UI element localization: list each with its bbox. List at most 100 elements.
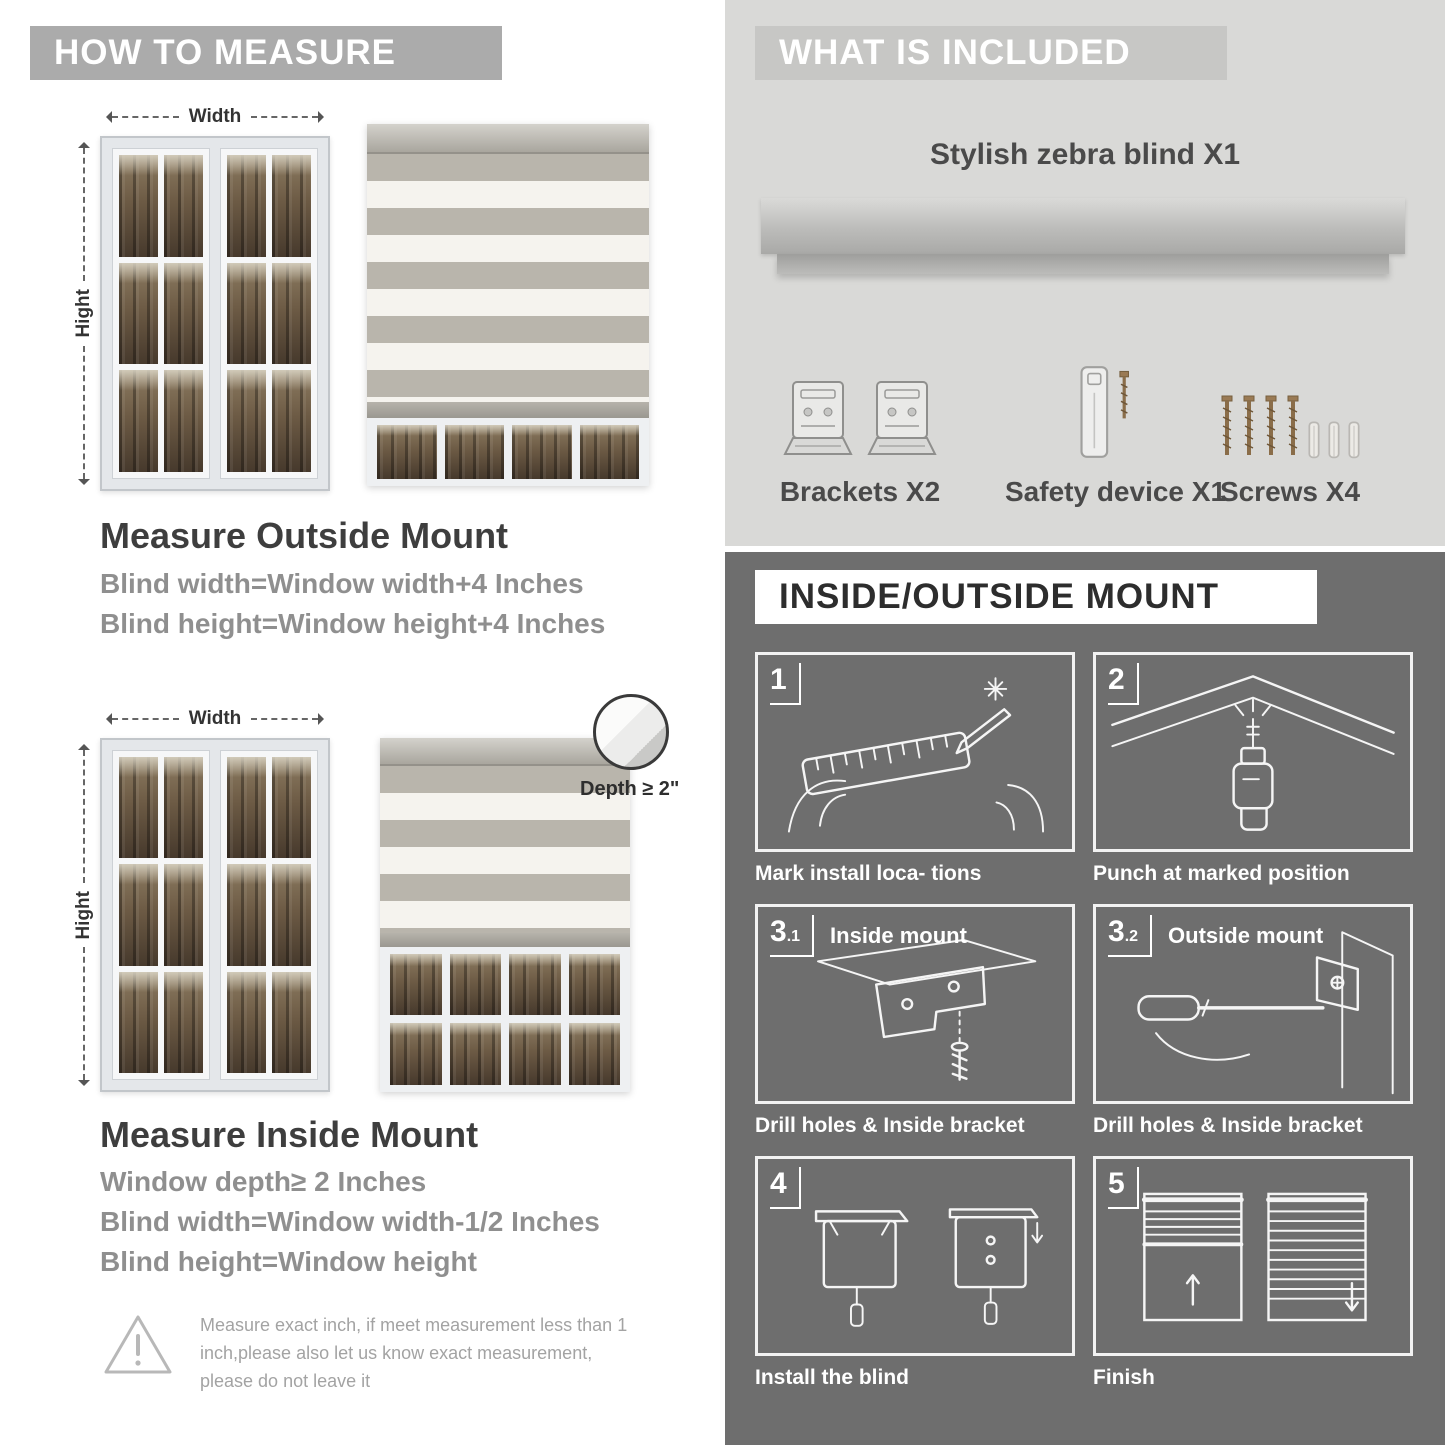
- depth-callout-label: Depth ≥ 2": [580, 778, 680, 800]
- step-1-caption: Mark install loca- tions: [755, 862, 982, 885]
- height-label: Hight: [73, 289, 94, 338]
- inside-mount-diagram: Width Hight: [73, 694, 679, 1092]
- inside-depth-rule: Window depth≥ 2 Inches: [100, 1166, 427, 1197]
- step-3-1-panel: 3.1 Inside mount: [755, 904, 1075, 1104]
- window-sash: [112, 750, 210, 1080]
- arrow-up-icon: [78, 738, 90, 750]
- width-label: Width: [188, 106, 242, 127]
- step-2-number: 2: [1108, 663, 1139, 705]
- step-3-2-label: Outside mount: [1168, 923, 1324, 948]
- arrow-down-icon: [78, 479, 90, 491]
- zebra-blind-illustration: [380, 738, 630, 1092]
- step-4-number: 4: [770, 1167, 801, 1209]
- window-sash: [220, 750, 318, 1080]
- mount-steps-section: INSIDE/OUTSIDE MOUNT 1: [725, 552, 1445, 1445]
- blind-cassette: [380, 738, 630, 766]
- step-3-2-panel: 3.2 Outside mount: [1093, 904, 1413, 1104]
- window-lower-part: [367, 418, 649, 486]
- finish-illustration: [1141, 1192, 1368, 1322]
- step-3-2-caption: Drill holes & Inside bracket: [1093, 1114, 1363, 1137]
- height-arrow: Hight: [73, 136, 94, 491]
- depth-callout-circle: [593, 694, 669, 770]
- outside-mount-title: Measure Outside Mount: [100, 515, 509, 556]
- inside-height-rule: Blind height=Window height: [100, 1246, 477, 1277]
- safety-device-icon: [1080, 366, 1129, 458]
- wall-anchor-icon: [1348, 421, 1360, 459]
- inside-outside-mount-banner: INSIDE/OUTSIDE MOUNT: [755, 570, 1317, 624]
- window-sash: [220, 148, 318, 479]
- zebra-blind-illustration: [367, 124, 649, 486]
- brackets-label: Brackets X2: [779, 476, 941, 507]
- width-arrow: Width: [100, 708, 330, 729]
- what-is-included-title: WHAT IS INCLUDED: [779, 33, 1131, 72]
- window-lower-part: [380, 946, 630, 1092]
- step-5-number: 5: [1108, 1167, 1139, 1209]
- step-3-1-label: Inside mount: [830, 923, 967, 948]
- blind-cassette: [367, 124, 649, 154]
- blind-cassette-illustration: [761, 198, 1405, 254]
- arrow-right-icon: [318, 713, 330, 725]
- window-illustration: [100, 136, 330, 491]
- outside-mount-diagram: Width Hight: [73, 106, 655, 496]
- install-blind-illustration: [814, 1208, 1044, 1327]
- blind-bottom-rail: [367, 402, 649, 419]
- bracket-icon: [783, 381, 853, 455]
- warning-triangle-icon: [104, 1315, 172, 1374]
- wall-anchor-icon: [1308, 421, 1320, 459]
- step-4-caption: Install the blind: [755, 1366, 910, 1389]
- step-3-1-caption: Drill holes & Inside bracket: [755, 1114, 1025, 1137]
- safety-device-label: Safety device X1: [1005, 476, 1227, 507]
- screw-icon: [1287, 395, 1299, 455]
- screw-icon: [1265, 395, 1277, 455]
- how-to-measure-title: HOW TO MEASURE: [54, 33, 396, 72]
- step-5-panel: 5: [1093, 1156, 1413, 1356]
- step-1-number: 1: [770, 663, 801, 705]
- safety-device-item: Safety device X1: [1005, 330, 1227, 508]
- inside-bracket-illustration: [817, 939, 1037, 1081]
- arrow-left-icon: [100, 111, 112, 123]
- step-2-caption: Punch at marked position: [1093, 862, 1350, 885]
- what-is-included-banner: WHAT IS INCLUDED: [755, 26, 1227, 80]
- height-label: Hight: [73, 890, 94, 940]
- inside-mount-title: Measure Inside Mount: [100, 1114, 479, 1155]
- blind-rail-illustration: [777, 254, 1389, 274]
- step-3-1-number: 3.1: [770, 915, 815, 957]
- measure-note-text: Measure exact inch, if meet measurement …: [200, 1315, 628, 1391]
- measure-note: Measure exact inch, if meet measurement …: [102, 1312, 662, 1396]
- step-1-panel: 1: [755, 652, 1075, 852]
- screws-label: Screws X4: [1219, 476, 1361, 507]
- arrow-right-icon: [318, 111, 330, 123]
- window-sash: [112, 148, 210, 479]
- step-5-caption: Finish: [1093, 1366, 1155, 1389]
- screws-item: Screws X4: [1195, 330, 1385, 508]
- arrow-left-icon: [100, 713, 112, 725]
- how-to-measure-banner: HOW TO MEASURE: [30, 26, 502, 80]
- wall-anchor-icon: [1328, 421, 1340, 459]
- arrow-down-icon: [78, 1080, 90, 1092]
- screws-icons: [1195, 330, 1385, 462]
- screw-icon: [1243, 395, 1255, 455]
- zebra-blind-count-label: Stylish zebra blind X1: [929, 138, 1241, 171]
- outside-height-rule: Blind height=Window height+4 Inches: [100, 608, 606, 639]
- safety-device-icons: [1005, 330, 1205, 462]
- width-label: Width: [188, 708, 242, 729]
- outside-bracket-illustration: [1137, 931, 1394, 1095]
- arrow-up-icon: [78, 136, 90, 148]
- window-illustration: [100, 738, 330, 1092]
- brackets-item: Brackets X2: [765, 330, 955, 508]
- step-3-2-number: 3.2: [1108, 915, 1153, 957]
- mark-location-illustration: [787, 677, 1045, 833]
- inside-width-rule: Blind width=Window width-1/2 Inches: [100, 1206, 600, 1237]
- step-4-panel: 4: [755, 1156, 1075, 1356]
- blind-stripes: [367, 153, 649, 403]
- step-2-panel: 2: [1093, 652, 1413, 852]
- what-is-included-section: WHAT IS INCLUDED Stylish zebra blind X1: [725, 0, 1445, 546]
- brackets-icons: [765, 330, 955, 462]
- height-arrow: Hight: [73, 738, 94, 1092]
- blind-stripes: [380, 765, 630, 933]
- blind-bottom-rail: [380, 932, 630, 947]
- bracket-icon: [867, 381, 937, 455]
- width-arrow: Width: [100, 106, 330, 127]
- outside-width-rule: Blind width=Window width+4 Inches: [100, 568, 584, 599]
- screw-icon: [1221, 395, 1233, 455]
